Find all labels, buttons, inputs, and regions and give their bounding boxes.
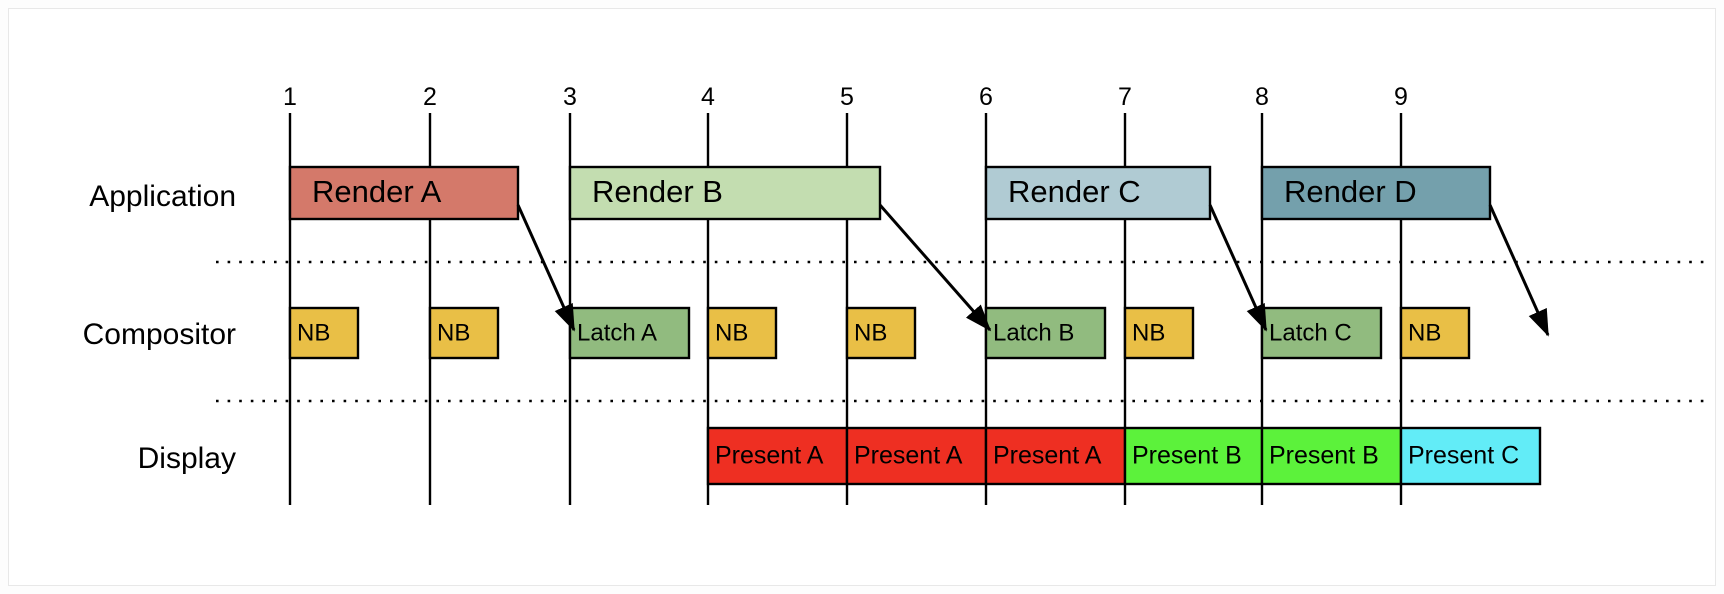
- latch-b-label: Latch B: [993, 319, 1074, 346]
- present-a-3-label: Present A: [993, 442, 1102, 470]
- latch-c[interactable]: Latch C: [1260, 306, 1383, 360]
- tick-labels-group: 1 2 3 4 5 6 7 8 9: [283, 83, 1408, 111]
- present-b-2-rect[interactable]: [1260, 426, 1403, 486]
- nb-3[interactable]: NB: [706, 306, 778, 360]
- nb-2[interactable]: NB: [428, 306, 500, 360]
- render-a-rect[interactable]: [288, 165, 520, 221]
- tick-label-1: 1: [283, 83, 297, 111]
- present-b-1-rect[interactable]: [1123, 426, 1264, 486]
- render-d-label: Render D: [1284, 174, 1417, 209]
- nb-5-rect[interactable]: [1123, 306, 1195, 360]
- latch-b[interactable]: Latch B: [984, 306, 1107, 360]
- nb-3-rect[interactable]: [706, 306, 778, 360]
- render-d-rect[interactable]: [1260, 165, 1492, 221]
- arrow-render-b-to-latch-b: [878, 204, 992, 332]
- render-a-label: Render A: [312, 174, 442, 209]
- tick-label-8: 8: [1255, 83, 1269, 111]
- latch-a[interactable]: Latch A: [568, 306, 691, 360]
- present-c-1-rect[interactable]: [1399, 426, 1542, 486]
- present-a-3[interactable]: Present A: [984, 426, 1127, 486]
- present-a-2-rect[interactable]: [845, 426, 988, 486]
- nb-3-label: NB: [715, 319, 748, 346]
- present-b-1-label: Present B: [1132, 442, 1242, 470]
- tick-label-2: 2: [423, 83, 437, 111]
- present-c-1-label: Present C: [1408, 442, 1519, 470]
- nb-4-rect[interactable]: [845, 306, 917, 360]
- nb-1[interactable]: NB: [288, 306, 360, 360]
- present-a-2-label: Present A: [854, 442, 963, 470]
- render-c-label: Render C: [1008, 174, 1141, 209]
- latch-a-label: Latch A: [577, 319, 657, 346]
- tick-label-9: 9: [1394, 83, 1408, 111]
- row-label-display: Display: [138, 442, 236, 475]
- display-bars-group: Present A Present A Present A Present B Pres…: [706, 426, 1542, 486]
- render-c-rect[interactable]: [984, 165, 1212, 221]
- tick-label-4: 4: [701, 83, 715, 111]
- nb-4-label: NB: [854, 319, 887, 346]
- present-b-2[interactable]: Present B: [1260, 426, 1403, 486]
- latch-c-rect[interactable]: [1260, 306, 1383, 360]
- arrow-render-d-offscreen: [1488, 204, 1550, 337]
- tick-label-5: 5: [840, 83, 854, 111]
- nb-6[interactable]: NB: [1399, 306, 1471, 360]
- render-d[interactable]: Render D: [1260, 165, 1492, 221]
- tick-label-7: 7: [1118, 83, 1132, 111]
- render-c[interactable]: Render C: [984, 165, 1212, 221]
- tick-label-3: 3: [563, 83, 577, 111]
- present-a-1-label: Present A: [715, 442, 824, 470]
- render-b-label: Render B: [592, 174, 723, 209]
- tick-label-6: 6: [979, 83, 993, 111]
- row-label-application: Application: [89, 180, 236, 213]
- nb-4[interactable]: NB: [845, 306, 917, 360]
- nb-6-label: NB: [1408, 319, 1441, 346]
- nb-5-label: NB: [1132, 319, 1165, 346]
- nb-1-label: NB: [297, 319, 330, 346]
- nb-6-rect[interactable]: [1399, 306, 1471, 360]
- present-b-1[interactable]: Present B: [1123, 426, 1264, 486]
- render-b[interactable]: Render B: [568, 165, 882, 221]
- application-bars-group: Render A Render B Render C Render D: [288, 165, 1492, 221]
- nb-5[interactable]: NB: [1123, 306, 1195, 360]
- render-a[interactable]: Render A: [288, 165, 520, 221]
- nb-2-rect[interactable]: [428, 306, 500, 360]
- diagram-frame: [8, 8, 1716, 586]
- latch-a-rect[interactable]: [568, 306, 691, 360]
- present-a-3-rect[interactable]: [984, 426, 1127, 486]
- nb-1-rect[interactable]: [288, 306, 360, 360]
- present-c-1[interactable]: Present C: [1399, 426, 1542, 486]
- present-b-2-label: Present B: [1269, 442, 1379, 470]
- present-a-2[interactable]: Present A: [845, 426, 988, 486]
- arrows-group: [516, 204, 1550, 337]
- latch-c-label: Latch C: [1269, 319, 1352, 346]
- render-b-rect[interactable]: [568, 165, 882, 221]
- present-a-1-rect[interactable]: [706, 426, 849, 486]
- row-label-compositor: Compositor: [83, 318, 236, 351]
- latch-b-rect[interactable]: [984, 306, 1107, 360]
- nb-2-label: NB: [437, 319, 470, 346]
- arrow-render-c-to-latch-c: [1208, 204, 1268, 332]
- arrow-render-a-to-latch-a: [516, 204, 576, 332]
- compositor-bars-group: NB NB Latch A NB NB Latch B NB Latch C NB: [288, 306, 1471, 360]
- present-a-1[interactable]: Present A: [706, 426, 849, 486]
